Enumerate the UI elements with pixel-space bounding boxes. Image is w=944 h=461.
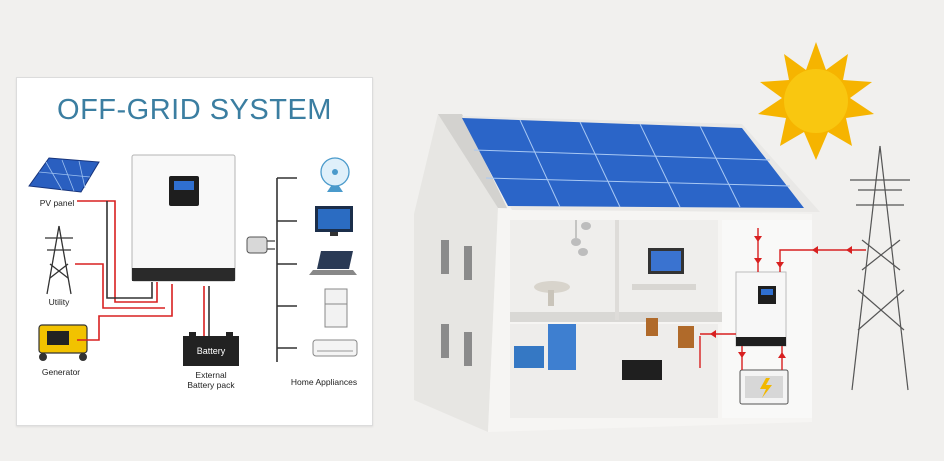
refrigerator-icon <box>324 288 348 328</box>
tv-icon <box>315 206 353 236</box>
pv-panel-label: PV panel <box>39 198 75 208</box>
generator-label: Generator <box>41 367 81 377</box>
pv-panel-icon <box>28 157 100 193</box>
battery-icon <box>183 332 239 366</box>
table-icon <box>534 281 570 306</box>
ac-plug-icon <box>246 236 275 254</box>
laptop-icon <box>309 251 357 275</box>
home-appliances-label: Home Appliances <box>290 377 358 387</box>
fan-icon <box>320 157 350 192</box>
ceiling-lamp-icon <box>571 220 591 256</box>
external-battery-label-line1: External <box>195 370 227 380</box>
house-battery-icon <box>739 369 789 405</box>
off-grid-diagram-panel: OFF-GRID SYSTEM <box>16 77 373 426</box>
external-battery-label-line2: Battery pack <box>187 380 235 390</box>
diagram-wiring <box>28 154 358 366</box>
wiring-red <box>75 200 205 341</box>
battery-bank-icon <box>622 360 662 380</box>
monitor-icon <box>648 248 684 274</box>
desk-icon <box>632 284 696 290</box>
sun-icon <box>758 42 874 160</box>
diagram-title: OFF-GRID SYSTEM <box>57 94 332 126</box>
wall-inverter-icon <box>735 271 787 347</box>
utility-tower-icon <box>45 225 73 295</box>
breaker-box-icon <box>646 318 694 348</box>
air-conditioner-icon <box>312 339 358 357</box>
house-wiring <box>699 228 866 370</box>
battery-label: Battery <box>196 346 226 356</box>
power-tower-icon <box>850 145 910 391</box>
inverter-unit <box>131 154 236 282</box>
utility-label: Utility <box>48 297 70 307</box>
house-structure <box>414 114 820 432</box>
storage-box-icon <box>514 324 576 370</box>
generator-icon <box>38 324 88 361</box>
flow-arrows <box>710 236 852 358</box>
wiring-dark <box>106 177 297 362</box>
